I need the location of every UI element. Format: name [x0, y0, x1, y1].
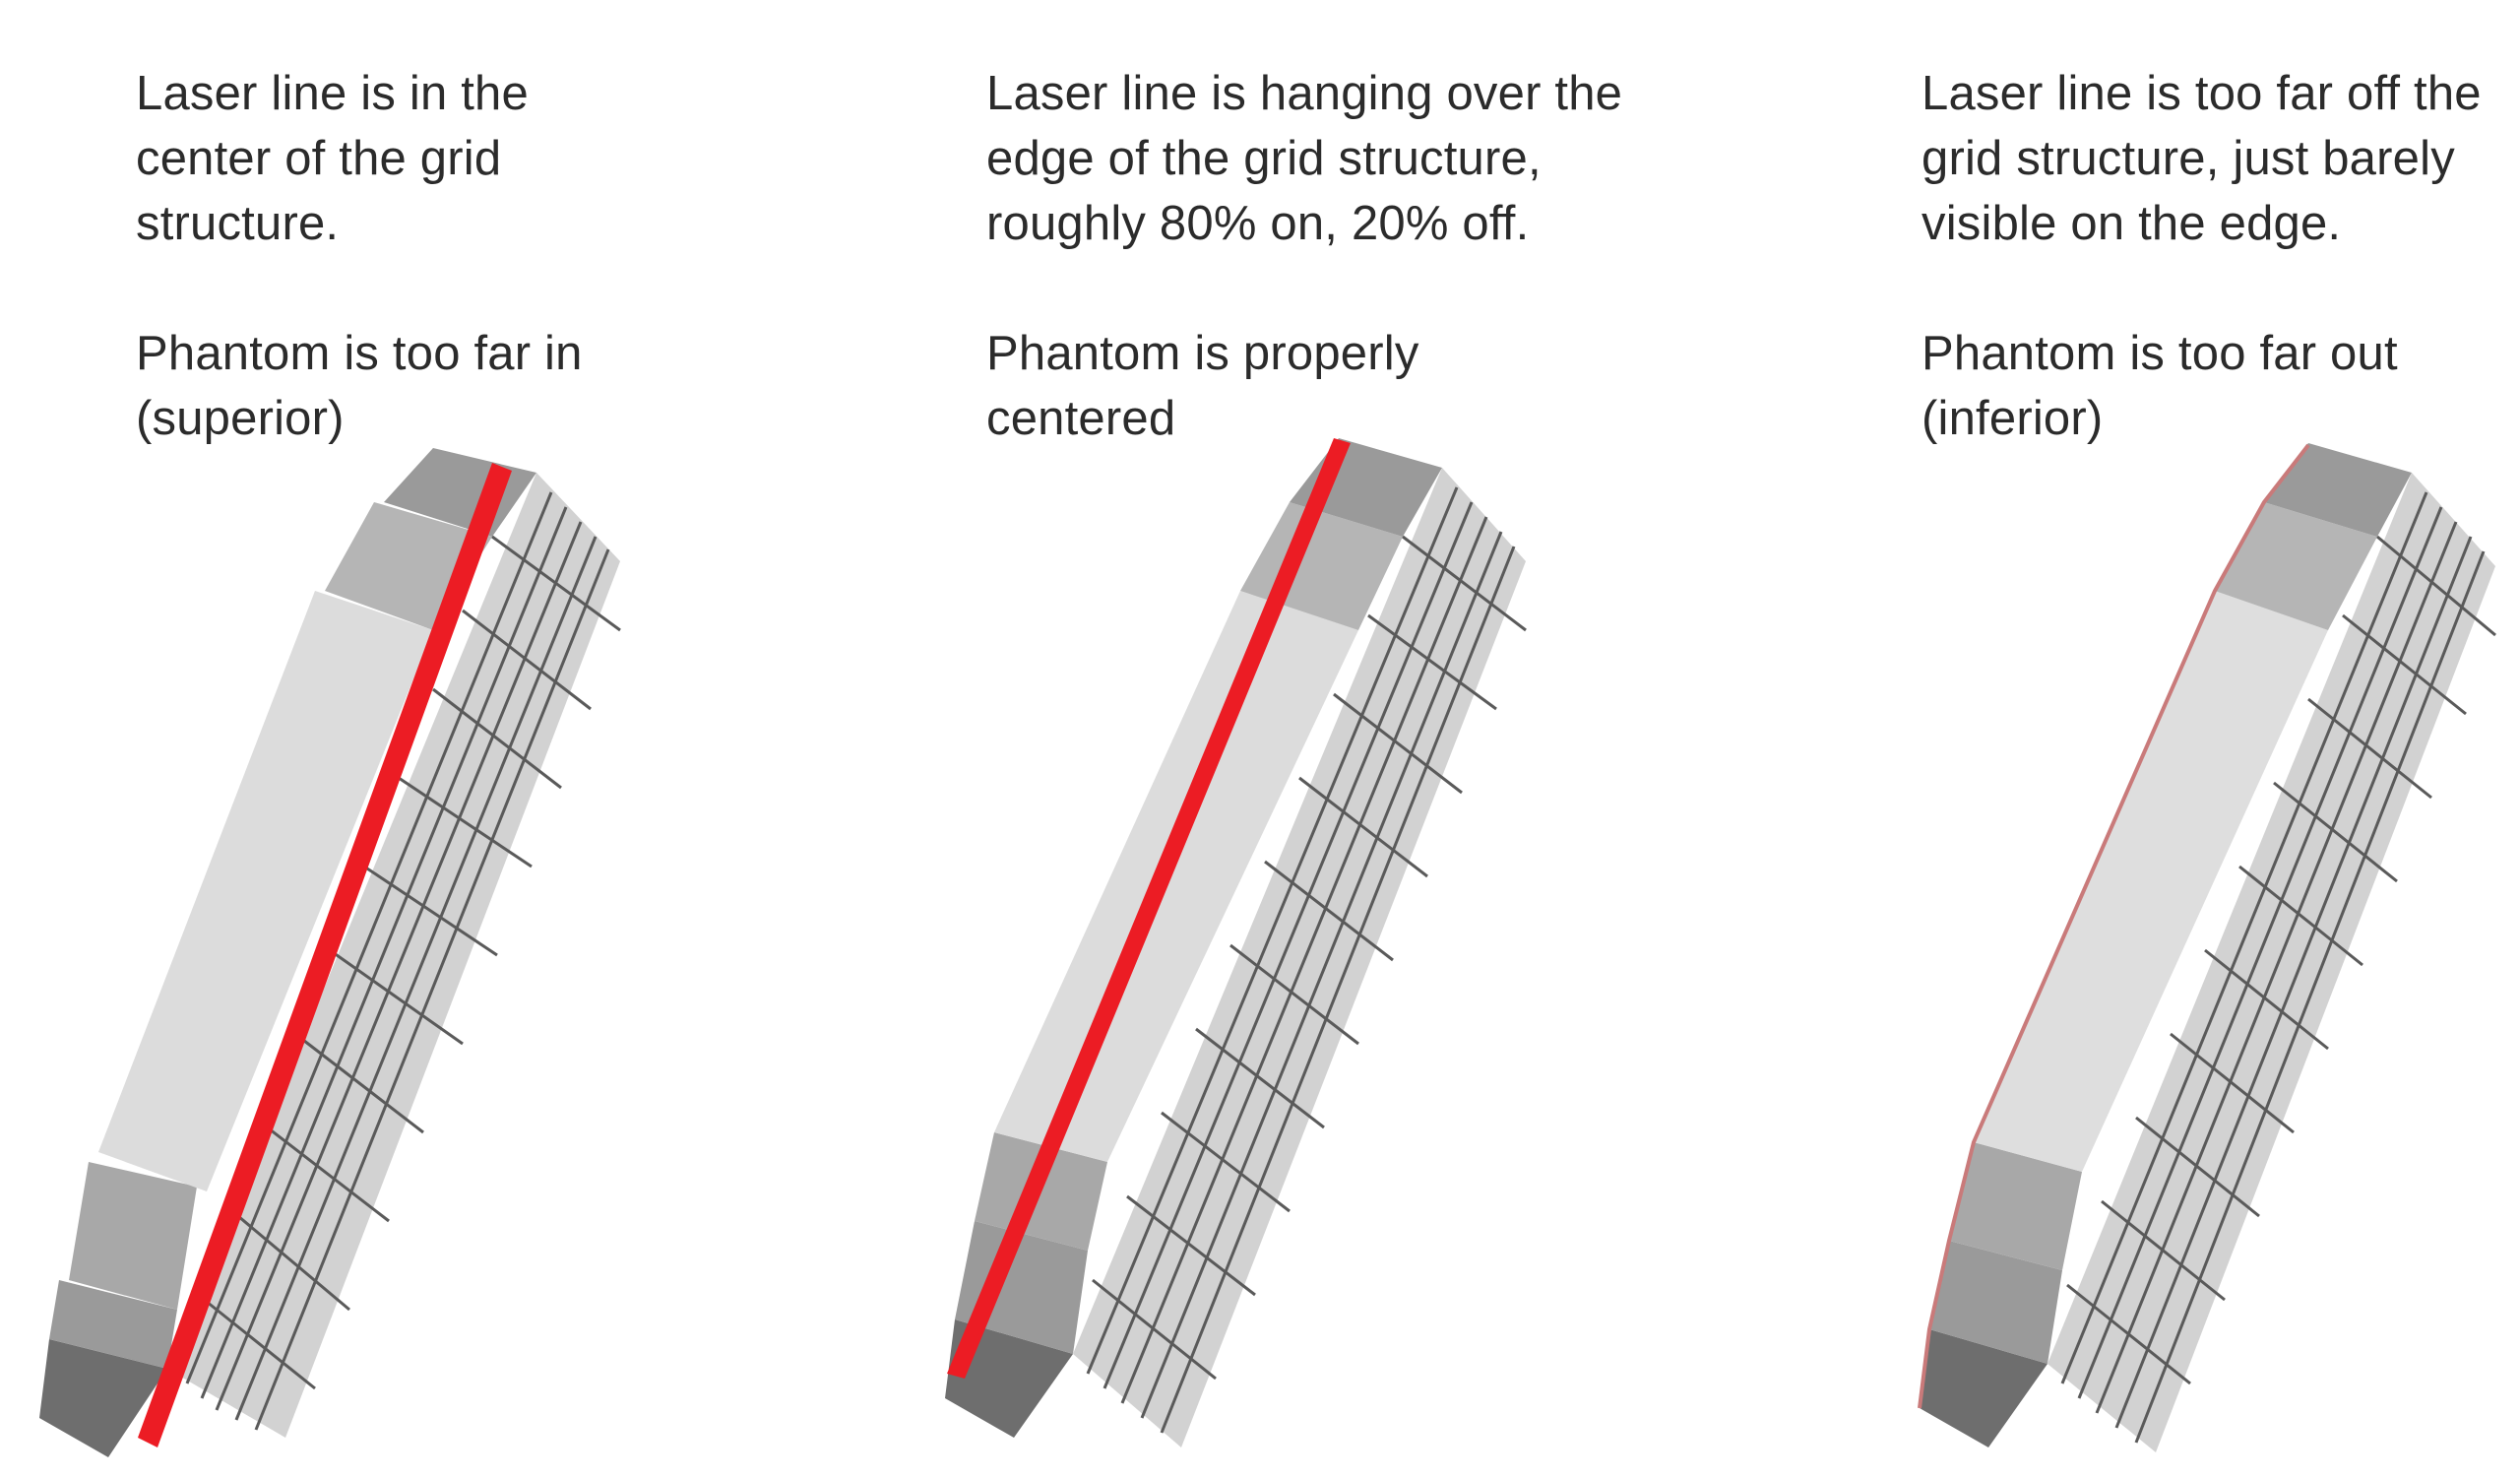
caption-superior: Laser line is in the center of the grid … — [136, 61, 687, 451]
phantom-description: Phantom is too far out (inferior) — [1922, 327, 2398, 445]
phantom-description: Phantom is properly centered — [986, 327, 1419, 445]
phantom-grid-side — [167, 473, 620, 1438]
phantom-upper-end-block — [2215, 502, 2377, 630]
laser-line — [1918, 443, 2310, 1409]
phantom-lower-end-block-2 — [1949, 1142, 2082, 1270]
phantom-main-face — [1974, 591, 2328, 1172]
phantom-illustration-superior — [39, 448, 621, 1457]
phantom-main-face — [994, 591, 1358, 1162]
laser-line — [138, 463, 512, 1447]
laser-line — [947, 438, 1351, 1379]
phantom-block — [1918, 443, 2496, 1452]
phantom-illustration-inferior — [1918, 443, 2496, 1452]
grid-pattern — [1086, 486, 1527, 1434]
phantom-grid-side — [2048, 473, 2495, 1452]
laser-description: Laser line is too far off the grid struc… — [1922, 67, 2482, 250]
laser-description: Laser line is hanging over the edge of t… — [986, 67, 1623, 250]
caption-inferior: Laser line is too far off the grid struc… — [1922, 61, 2512, 451]
grid-pattern — [185, 491, 621, 1431]
phantom-grid-side — [1073, 468, 1526, 1447]
laser-description: Laser line is in the center of the grid … — [136, 67, 529, 250]
panel-centered: Laser line is hanging over the edge of t… — [866, 0, 1801, 1479]
grid-pattern — [2060, 491, 2496, 1444]
phantom-description: Phantom is too far in (superior) — [136, 327, 583, 445]
phantom-block — [945, 438, 1527, 1447]
panel-inferior: Laser line is too far off the grid struc… — [1801, 0, 2520, 1479]
phantom-lower-end-block-2 — [69, 1162, 197, 1310]
phantom-bottom-face — [1920, 1329, 2048, 1447]
phantom-main-face — [98, 591, 433, 1191]
caption-centered: Laser line is hanging over the edge of t… — [986, 61, 1675, 451]
phantom-lower-end-block — [1929, 1241, 2062, 1364]
phantom-bottom-face — [945, 1319, 1073, 1438]
phantom-block — [39, 448, 621, 1457]
phantom-top-block — [2264, 443, 2412, 537]
phantom-illustration-centered — [945, 438, 1527, 1447]
phantom-lower-end-block — [49, 1280, 177, 1369]
panel-superior: Laser line is in the center of the grid … — [0, 0, 866, 1479]
phantom-bottom-face — [39, 1339, 167, 1457]
